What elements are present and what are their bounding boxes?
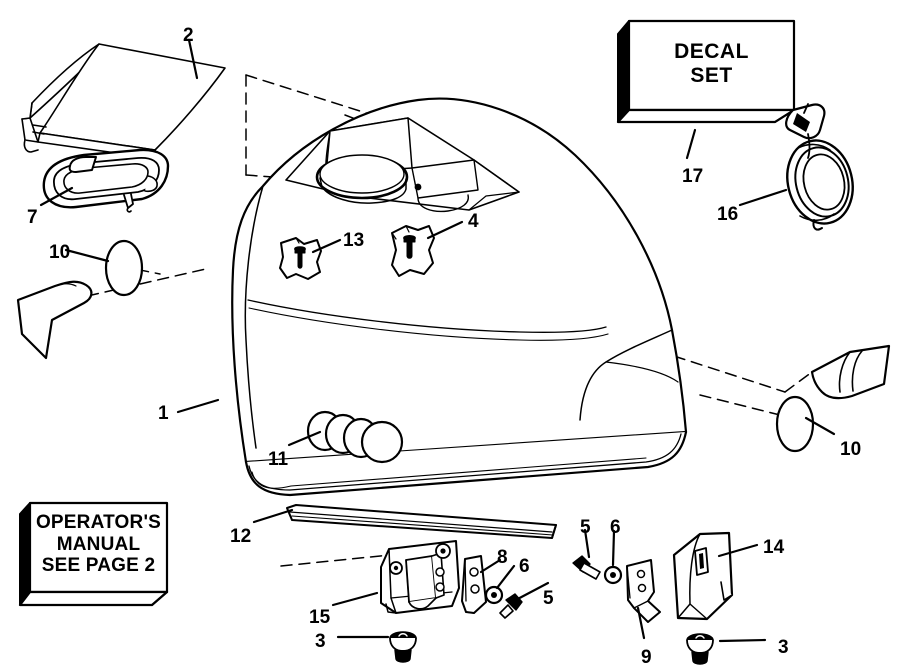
part-2-top-cover-lid [21,43,228,159]
part-14-side-access-panel [672,531,734,621]
callout-number-rubber-plug-left: 3 [315,631,326,652]
callout-number-side-access-panel: 14 [763,537,785,558]
callout-number-coiled-lanyard-cord: 16 [717,204,739,225]
part-3-rubber-plug-right [686,633,714,665]
leader-lines [39,38,836,643]
callout-number-top-cover-lid: 2 [183,25,194,46]
part-17-decal-set-box [616,19,796,124]
part-10-side-decal-right [775,344,891,453]
part-7-cover-gasket [42,148,170,213]
callout-number-screw-upper: 5 [580,517,591,538]
operators-manual-box [18,501,169,607]
callout-number-front-emblem-decals: 11 [268,449,289,470]
callout-number-decal-set-box: 17 [682,166,704,187]
callout-number-latch-mounting-plate: 15 [309,607,331,628]
part-13-latch-bracket-left [279,237,322,280]
part-6-washer-upper [603,565,623,585]
part-6-washer-lower [484,585,504,605]
callout-number-screw-lower: 5 [543,588,554,609]
callout-number-engine-cowl-main-body: 1 [158,403,169,424]
decal-set-label: DECAL SET [674,40,749,87]
callout-number-latch-bracket-left: 13 [343,230,365,251]
callout-number-cover-gasket-seal: 7 [27,207,38,228]
part-11-front-emblem-decals [306,410,404,464]
callout-number-washer-lower: 6 [519,556,530,577]
callout-number-latch-lever-bracket: 8 [497,547,508,568]
callout-number-washer-upper: 6 [610,517,621,538]
callout-number-side-decal-left: 10 [49,242,71,263]
part-16-coiled-lanyard-cord [785,103,854,231]
part-5-screw-upper [572,555,601,580]
part-10-side-decal-left [16,239,144,360]
part-1-engine-cowl [231,97,688,497]
operators-manual-label: OPERATOR'S MANUAL SEE PAGE 2 [35,512,162,577]
part-3-rubber-plug-left [389,631,417,663]
callout-number-latch-bracket-right: 4 [468,211,479,232]
callout-number-rubber-plug-right: 3 [778,637,789,658]
part-15-latch-mounting-plate [380,540,460,614]
callout-number-lower-trim-seal-strip: 12 [230,526,252,547]
part-4-latch-bracket-right [391,225,435,277]
part-8-latch-lever-bracket [461,555,487,614]
part-12-trim-seal-strip [286,504,557,539]
part-9-angle-bracket [626,559,661,623]
callout-number-side-decal-right: 10 [840,439,862,460]
callout-number-angle-bracket: 9 [641,647,652,668]
